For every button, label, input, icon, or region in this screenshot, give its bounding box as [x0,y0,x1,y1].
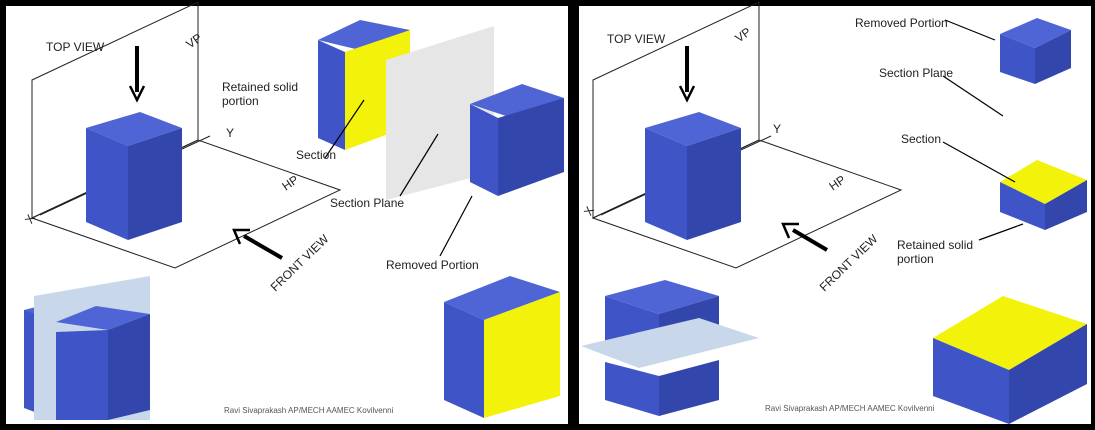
bottom-left-cube [24,276,150,420]
section-plane [386,26,494,200]
removed-pointer-right [944,19,996,41]
top-view-arrow-right [678,46,696,103]
left-panel: TOP VIEW VP Y X HP FRONT VIEW Retained s… [0,0,575,430]
plane-pointer-right [942,75,1004,117]
section-solid-right [1000,160,1087,230]
front-view-arrow-right [781,222,829,252]
removed-portion-label-right: Removed Portion [855,16,948,30]
bottom-right-cube [444,276,560,418]
left-diagram [6,1,568,424]
removed-portion-label: Removed Portion [386,258,479,272]
section-pointer [324,99,365,159]
plane-pointer [399,133,439,197]
y-label-right: Y [773,122,782,136]
top-view-label: TOP VIEW [46,40,105,54]
removed-cube [470,84,564,196]
main-cube-right [645,112,741,240]
right-panel: TOP VIEW VP Y X HP FRONT VIEW Removed Po… [575,0,1095,430]
right-diagram [579,1,1091,424]
retained-label-right: Retained solid portion [897,238,974,266]
section-label-right: Section [901,132,942,146]
section-label: Section [296,148,337,162]
retained-pointer-right [978,223,1024,241]
main-cube [86,112,182,240]
section-pointer-right [942,141,1016,183]
top-view-label-right: TOP VIEW [607,32,666,46]
top-view-arrow [128,46,146,103]
credit-left: Ravi Sivaprakash AP/MECH AAMEC Kovilvenn… [224,406,394,415]
removed-pointer [439,195,473,257]
removed-cube-right [1000,18,1071,84]
front-view-arrow [232,228,284,260]
section-plane-label: Section Plane [330,196,405,210]
credit-right: Ravi Sivaprakash AP/MECH AAMEC Kovilvenn… [765,404,935,413]
y-label: Y [226,126,235,140]
bottom-left-cube-right [581,280,759,416]
retained-label: Retained solid portion [222,80,299,108]
bottom-right-cube-right [933,296,1087,424]
section-plane-label-right: Section Plane [879,66,954,80]
